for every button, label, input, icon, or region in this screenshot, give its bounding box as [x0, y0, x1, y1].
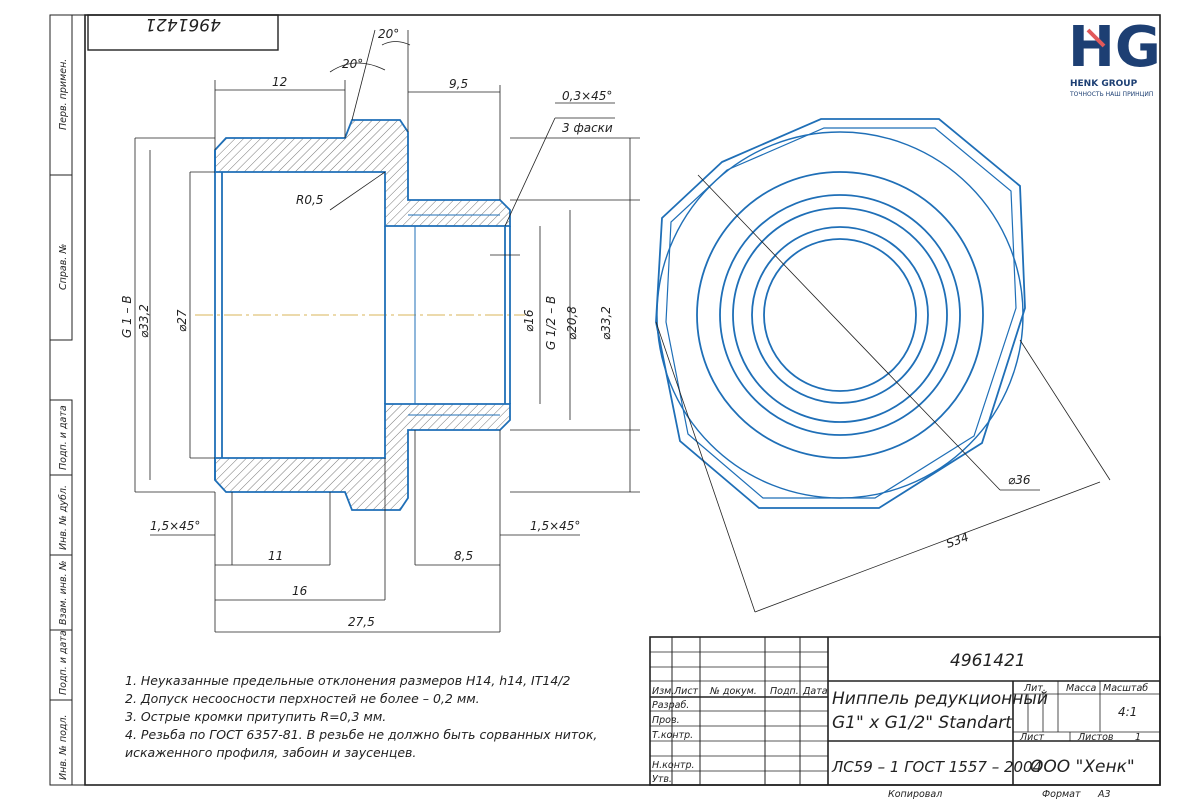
dim-len-11: 11 [268, 549, 283, 563]
hex-dimension-labels: ⌀36 S34 [944, 473, 1031, 551]
dim-radius: R0,5 [296, 193, 323, 207]
tb-sheet-label: Лист [1019, 732, 1045, 743]
tb-copied: Копировал [888, 789, 942, 800]
hex-circle-3 [719, 194, 961, 436]
tb-row-tkontr: Т.контр. [652, 730, 693, 741]
hex-outline-inner [665, 127, 1017, 499]
tb-col-izm: Изм. [652, 686, 674, 697]
dim-len-27-5: 27,5 [348, 615, 375, 629]
dim-thread-left: G 1 – B [120, 295, 134, 338]
side-label-podp1: Подп. и дата [58, 405, 69, 470]
hex-circle-5 [751, 226, 929, 404]
dim-len-12: 12 [272, 75, 287, 89]
logo-tagline: ТОЧНОСТЬ НАШ ПРИНЦИП [1069, 91, 1153, 98]
tb-col-date: Дата [802, 686, 828, 697]
section-wall-bottom [214, 403, 511, 511]
inner-frame [84, 14, 1161, 786]
tb-sheets-label: Листов [1077, 732, 1114, 743]
dim-len-16: 16 [292, 584, 308, 598]
side-label-vzam: Взам. инв. № [58, 560, 69, 625]
technical-notes: 1. Неуказанные предельные отклонения раз… [125, 673, 597, 760]
tb-row-razrab: Разраб. [652, 700, 689, 711]
tb-company: ООО "Хенк" [1030, 757, 1135, 777]
dim-thread-right: G 1/2 – B [544, 296, 558, 350]
tb-col-list: Лист [673, 686, 699, 697]
note-5: искаженного профиля, забоин и заусенцев. [125, 745, 416, 760]
logo-hg-icon: HG [1068, 15, 1161, 80]
henk-group-logo: HG HENK GROUP ТОЧНОСТЬ НАШ ПРИНЦИП [1068, 15, 1161, 98]
tb-row-nkontr: Н.контр. [652, 760, 695, 771]
tb-col-sign: Подп. [770, 686, 799, 697]
tb-lit: Лит. [1023, 683, 1046, 694]
title-block-text: 4961421 Изм. Лист № докум. Подп. Дата Ра… [652, 651, 1148, 800]
dim-chamfer-note: 0,3×45° [562, 89, 612, 103]
logo-accent-mark [1086, 28, 1106, 48]
stamp-number: 4961421 [145, 14, 221, 34]
note-4: 4. Резьба по ГОСТ 6357-81. В резьбе не д… [125, 727, 597, 742]
dim-angle-top: 20° [378, 27, 399, 41]
dim-chamfer-right: 1,5×45° [530, 519, 580, 533]
hex-view [655, 118, 1026, 509]
dim-dia-20-8: ⌀20,8 [565, 306, 579, 340]
side-label-podl: Инв. № подл. [58, 714, 69, 780]
tb-sheets-value: 1 [1135, 732, 1141, 743]
dim-chamfer-count: 3 фаски [562, 121, 613, 135]
logo-name: HENK GROUP [1070, 79, 1138, 89]
section-dimension-labels: 20° 20° 12 9,5 0,3×45° 3 фаски R0,5 G 1 … [120, 27, 613, 629]
hex-circle-6 [763, 238, 917, 392]
tb-row-utv: Утв. [652, 774, 672, 785]
stamp-box [87, 14, 279, 51]
tb-mass: Масса [1066, 683, 1096, 694]
hex-outline-outer [655, 118, 1026, 509]
tb-scale-value: 4:1 [1118, 705, 1137, 719]
tb-doc-number: 4961421 [950, 651, 1026, 671]
hex-dimension-lines [655, 174, 1111, 613]
dim-hex-s34: S34 [944, 530, 970, 551]
dim-angle-chamfer: 20° [342, 57, 363, 71]
hex-circle-4 [732, 207, 948, 423]
dim-dia-33-2-left: ⌀33,2 [137, 304, 151, 338]
dim-dia-36: ⌀36 [1008, 473, 1031, 487]
tb-material: ЛС59 – 1 ГОСТ 1557 – 2004 [831, 758, 1042, 776]
hex-circle-2 [696, 171, 984, 459]
note-2: 2. Допуск несоосности перхностей не боле… [125, 691, 480, 706]
side-labels: Перв. примен. Справ. № Подп. и дата Инв.… [58, 59, 69, 780]
section-dimension-lines [134, 29, 640, 633]
dim-len-9-5: 9,5 [449, 77, 468, 91]
tb-scale-label: Масштаб [1103, 683, 1148, 694]
tb-col-doc: № докум. [709, 686, 757, 697]
dim-len-8-5: 8,5 [454, 549, 473, 563]
tb-format-value: А3 [1097, 789, 1111, 800]
side-label-dubl: Инв. № дубл. [58, 485, 69, 550]
section-view [195, 119, 525, 511]
tb-row-prov: Пров. [652, 715, 680, 726]
side-label-perv: Перв. примен. [58, 59, 69, 130]
tb-title-line1: Ниппель редукционный [832, 689, 1048, 709]
section-wall-top [214, 119, 511, 227]
dim-dia-33-2-right: ⌀33,2 [599, 306, 613, 340]
hex-circle-1 [656, 131, 1024, 499]
tb-format-label: Формат [1042, 789, 1081, 800]
dim-chamfer-left: 1,5×45° [150, 519, 200, 533]
side-label-podp2: Подп. и дата [58, 630, 69, 695]
side-label-sprav: Справ. № [58, 244, 69, 290]
note-3: 3. Острые кромки притупить R=0,3 мм. [125, 709, 386, 724]
note-1: 1. Неуказанные предельные отклонения раз… [125, 673, 570, 688]
side-strip [49, 14, 73, 786]
title-block [649, 636, 1161, 786]
tb-title-line2: G1" x G1/2" Standart [832, 713, 1013, 733]
dim-dia-16: ⌀16 [522, 309, 536, 332]
dim-dia-27: ⌀27 [175, 309, 189, 332]
